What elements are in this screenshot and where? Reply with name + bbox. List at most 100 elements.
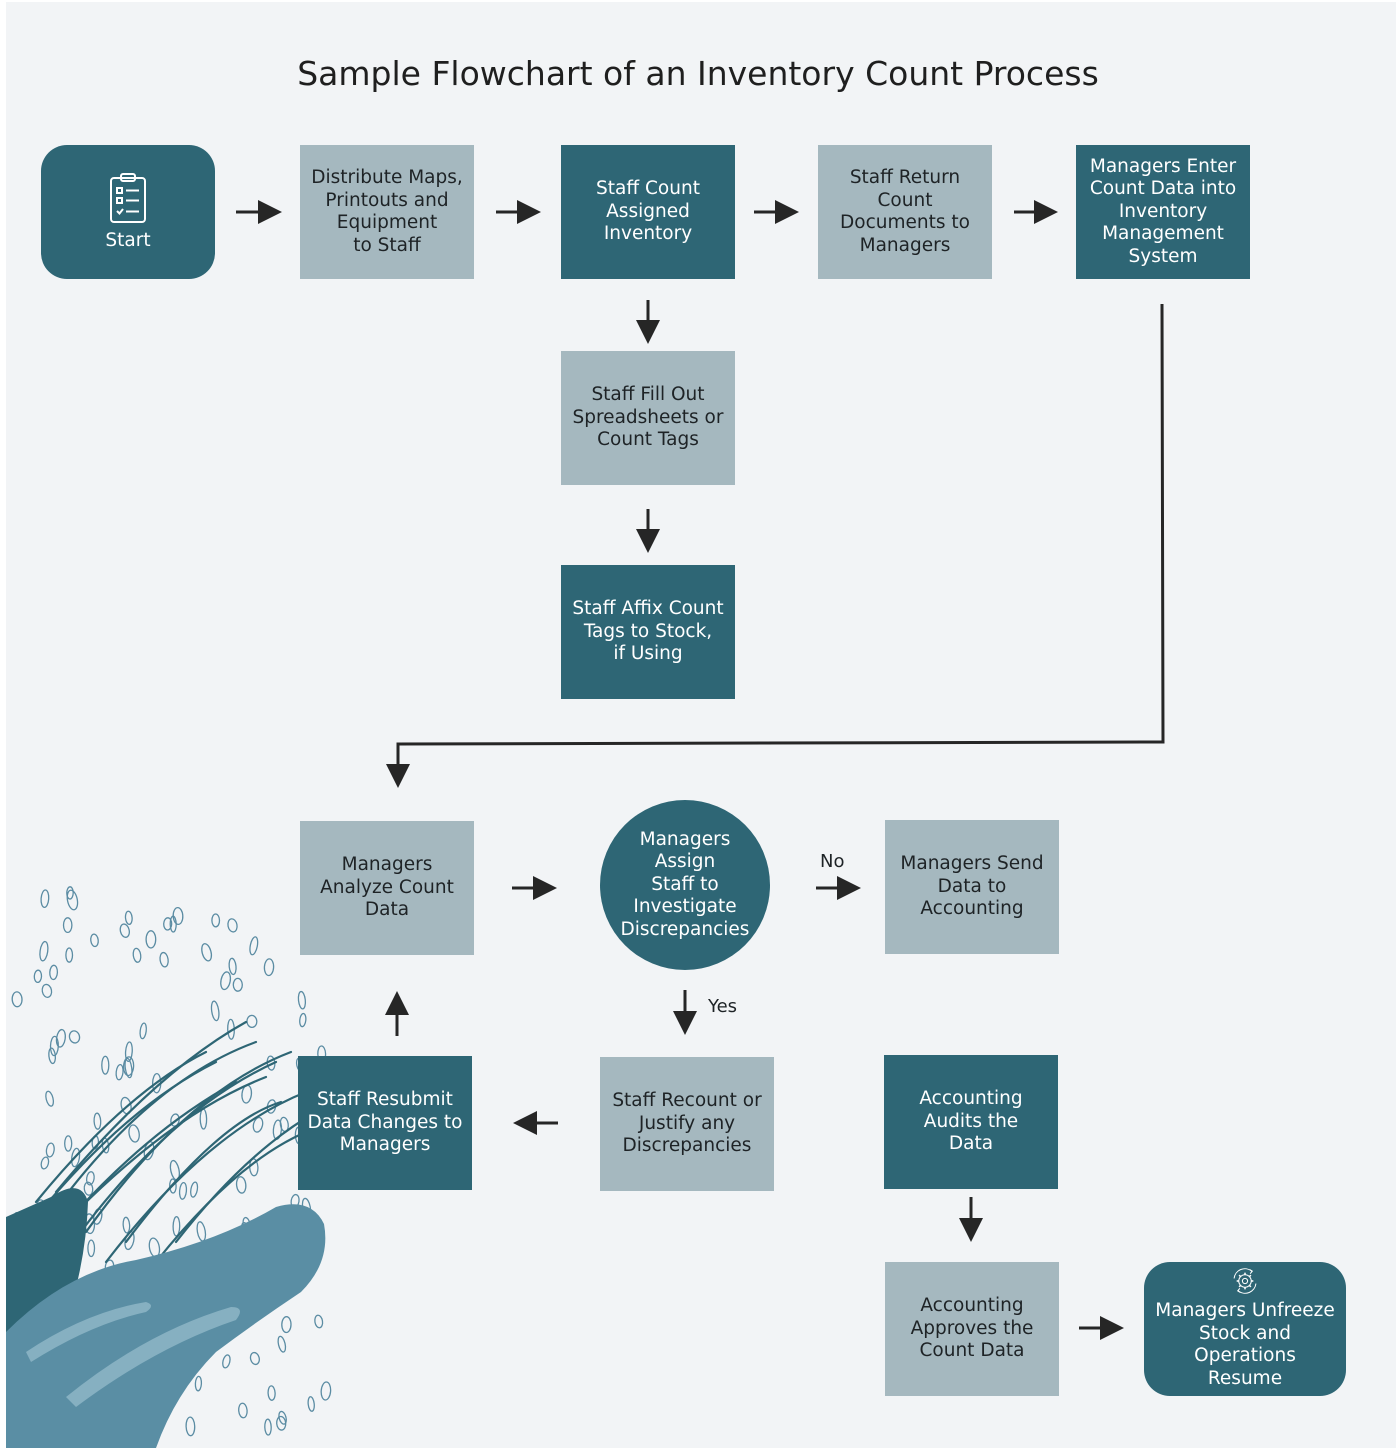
decorative-dot (45, 1090, 55, 1107)
node-line: Data (364, 899, 410, 921)
decorative-illustration (6, 886, 332, 1448)
edge-label-yes: Yes (708, 996, 738, 1017)
node-line: Staff Count (596, 178, 700, 200)
decorative-dot (11, 991, 23, 1008)
decorative-dot (85, 1171, 95, 1186)
decorative-dot (45, 1142, 55, 1158)
gear-cycle-icon (1233, 1268, 1257, 1294)
node-line: to Staff (353, 234, 421, 256)
node-start: Start (41, 145, 215, 279)
node-line: Staff Resubmit (317, 1089, 453, 1111)
decorative-dot (40, 1156, 50, 1170)
decorative-dot (93, 1112, 102, 1130)
decorative-dot (222, 1354, 231, 1369)
decorative-dot (132, 947, 142, 963)
decorative-dot (40, 889, 50, 909)
decorative-dot (139, 1022, 147, 1040)
node-line: Data to (937, 875, 1007, 897)
node-distribute-maps: Distribute Maps, Printouts and Equipment… (300, 145, 474, 279)
decorative-dot (307, 1396, 315, 1412)
node-line: Resume (1207, 1367, 1283, 1389)
decorative-dot (320, 1381, 332, 1401)
node-line: Discrepancies (620, 918, 750, 940)
node-line: Accounting (920, 1295, 1024, 1317)
decorative-dot (65, 947, 74, 963)
decorative-dot (220, 971, 232, 991)
decorative-dot (128, 1124, 140, 1143)
decorative-dot (159, 951, 169, 968)
node-line: Inventory (1118, 200, 1208, 222)
edge-label-no: No (820, 851, 845, 872)
node-staff-recount: Staff Recount or Justify any Discrepanci… (600, 1057, 774, 1191)
node-staff-resubmit: Staff Resubmit Data Changes to Managers (298, 1056, 472, 1190)
node-staff-count-assigned: Staff Count Assigned Inventory (561, 145, 735, 279)
decorative-dot (169, 915, 177, 933)
node-staff-affix-tags: Staff Affix Count Tags to Stock, if Usin… (561, 565, 735, 699)
decorative-dot (66, 886, 74, 900)
decorative-dot (145, 930, 157, 949)
decorative-dot (314, 1314, 324, 1329)
node-accounting-audits: Accounting Audits the Data (884, 1055, 1058, 1189)
decorative-dot (277, 1335, 287, 1353)
node-line: Approves the (910, 1317, 1034, 1339)
decorative-dot (249, 936, 259, 956)
decorative-light-streak (26, 1302, 151, 1362)
node-line: Audits the (923, 1110, 1019, 1132)
page-title: Sample Flowchart of an Inventory Count P… (297, 54, 1099, 93)
node-line: Managers (341, 854, 433, 876)
node-line: Assigned (606, 200, 690, 222)
node-line: Staff Return (849, 167, 961, 188)
decorative-dot (278, 1410, 287, 1425)
decorative-dot (178, 1181, 188, 1200)
decorative-dot (211, 913, 221, 928)
node-line: Managers Enter (1089, 155, 1237, 177)
decorative-dot (227, 918, 238, 933)
decorative-dot (119, 923, 130, 938)
decorative-dot (122, 1056, 135, 1077)
node-staff-fill-out: Staff Fill Out Spreadsheets or Count Tag… (561, 351, 735, 485)
node-line: Distribute Maps, (311, 167, 463, 188)
node-line: Data (948, 1133, 994, 1155)
decorative-dot (238, 1402, 248, 1419)
decorative-dot (62, 917, 73, 934)
decorative-dot (163, 917, 173, 931)
node-line: Staff Recount or (612, 1090, 762, 1112)
node-managers-assign-investigate: Managers Assign Staff to Investigate Dis… (600, 800, 770, 970)
flowchart-canvas: Sample Flowchart of an Inventory Count P… (6, 2, 1396, 1448)
decorative-dot (124, 1057, 133, 1079)
node-line: if Using (613, 643, 683, 665)
decorative-dot (49, 964, 59, 981)
node-line: Count Data into (1089, 178, 1237, 200)
node-line: Staff Fill Out (591, 384, 705, 406)
decorative-dot (124, 910, 133, 926)
node-managers-analyze: Managers Analyze Count Data (300, 821, 474, 955)
decorative-dot (55, 1028, 66, 1048)
decorative-dot (235, 1176, 247, 1194)
decorative-dot (297, 990, 307, 1010)
decorative-dot (201, 943, 213, 962)
decorative-dot (41, 983, 53, 998)
decorative-dot (70, 1147, 81, 1168)
node-managers-unfreeze: Managers Unfreeze Stock and Operations R… (1144, 1262, 1346, 1396)
node-line: System (1128, 245, 1198, 267)
node-line: Accounting (919, 1088, 1023, 1110)
decorative-dot (264, 1418, 272, 1436)
decorative-dot (281, 1316, 292, 1334)
flow-arrows (236, 200, 1165, 1340)
node-line: Analyze Count (320, 876, 454, 898)
node-line: Count (877, 189, 933, 211)
node-staff-return-documents: Staff Return Count Documents to Managers (818, 145, 992, 279)
decorative-dot (115, 1063, 124, 1081)
node-line: Tags to Stock, (583, 620, 713, 642)
node-line: Documents to (840, 212, 970, 233)
node-accounting-approves: Accounting Approves the Count Data (885, 1262, 1059, 1396)
node-label: Start (105, 229, 151, 251)
decorative-dot (210, 1000, 220, 1022)
node-line: Accounting (920, 898, 1024, 920)
decorative-dot (124, 1041, 133, 1063)
decorative-dot (64, 1135, 73, 1152)
node-line: Stock and Operations (1194, 1322, 1296, 1367)
decorative-dot (267, 1385, 276, 1401)
node-line: Discrepancies (622, 1135, 752, 1157)
decorative-dot (263, 958, 275, 977)
